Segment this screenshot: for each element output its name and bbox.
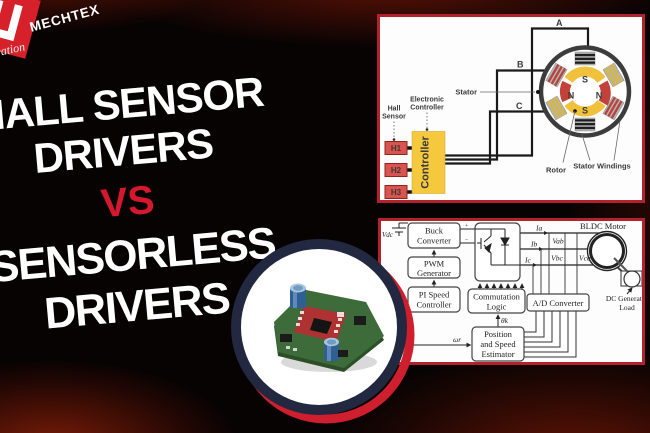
minus-label: − [465,238,469,244]
block-boxes [407,222,590,362]
omega-label: ωr [453,335,461,344]
estimator-label-3: Estimator [481,349,514,359]
buck-label-2: Converter [417,236,451,246]
smd-components [280,316,366,357]
board-holes [286,346,297,351]
phase-wires [445,27,590,165]
vbc-label: Vbc [551,254,563,263]
pi-label-2: Controller [417,300,452,310]
hall-sensor-label-2: Sensor [382,114,406,121]
dc-source [392,222,408,236]
buck-label-1: Buck [425,226,444,236]
estimator-label-1: Position [484,329,513,339]
brand-logo-icon [0,0,41,59]
controller-box [411,131,446,194]
callout-labels: Hall Sensor Electronic Controller Stator… [382,88,631,175]
pole-n-left: N [568,91,575,101]
stator-label: Stator [455,88,477,97]
vdc-label: Vdc [382,231,394,239]
pcb-board [274,283,384,372]
commutation-label-1: Commutation [473,292,521,302]
pole-s-top: S [582,75,588,85]
bldc-motor-label: BLDC Motor [580,221,626,231]
pole-n-right: N [596,91,603,101]
commutation-label-2: Logic [487,302,507,312]
ic-chip [310,318,332,334]
capacitor-1 [290,283,306,308]
controller-box-label: Controller [420,136,432,189]
vca-label: Vca [579,254,591,263]
ib-label: Ib [530,240,537,249]
sensor-h1-label: H1 [391,144,402,153]
sensor-h3-label: H3 [391,188,402,197]
pwm-label-2: Generator [417,268,451,278]
theta-label: θk [501,316,509,325]
pwm-label-1: PWM [424,259,445,269]
electronic-controller-label-1: Electronic [410,97,444,104]
ia-label: Ia [535,224,542,233]
sensor-h2-label: H2 [391,166,402,175]
sensorless-diagram: Vdc + − [382,221,642,362]
pcb-badge [216,224,426,433]
pi-label-1: PI Speed [419,290,450,300]
gate-signal-arrows [477,283,525,289]
hall-sensor-boxes: H1 H2 H3 [384,141,408,199]
vab-label: Vab [552,237,564,246]
ic-label: Ic [524,256,531,265]
stator-windings-label: Stator Windings [573,162,630,171]
load-label-1: DC Generator [606,294,642,303]
bldc-motor [586,230,642,288]
adc-input-lines [532,233,578,294]
phase-b-label: B [517,60,524,70]
brand-logo: MECHTEX Innovation [0,0,230,90]
module-pads [296,311,344,333]
pcb-image [231,239,415,424]
letter-u-icon [0,0,23,42]
plus-label: + [465,224,469,230]
phase-a-label: A [556,18,563,28]
electronic-controller-label-2: Controller [410,105,444,112]
stator-windings-group [545,51,625,132]
hall-sensor-label-1: Hall [388,106,401,113]
hall-sensor-diagram: S S N N Controller H1 H2 H3 Hall Sensor [382,18,632,199]
rotor-label: Rotor [546,166,566,175]
adc-label: A/D Converter [533,298,584,308]
inverter-devices [475,228,520,266]
hall-sensor-diagram-panel: S S N N Controller H1 H2 H3 Hall Sensor [377,14,645,203]
pole-s-bottom: S [582,106,588,116]
phase-c-label: C [516,101,523,111]
rotor-magnets [560,66,611,117]
adc-output-lines [524,311,577,358]
capacitor-2 [324,337,339,361]
load-label-2: Load [619,303,635,312]
estimator-label-2: and Speed [480,339,516,349]
phase-lines [520,232,600,266]
